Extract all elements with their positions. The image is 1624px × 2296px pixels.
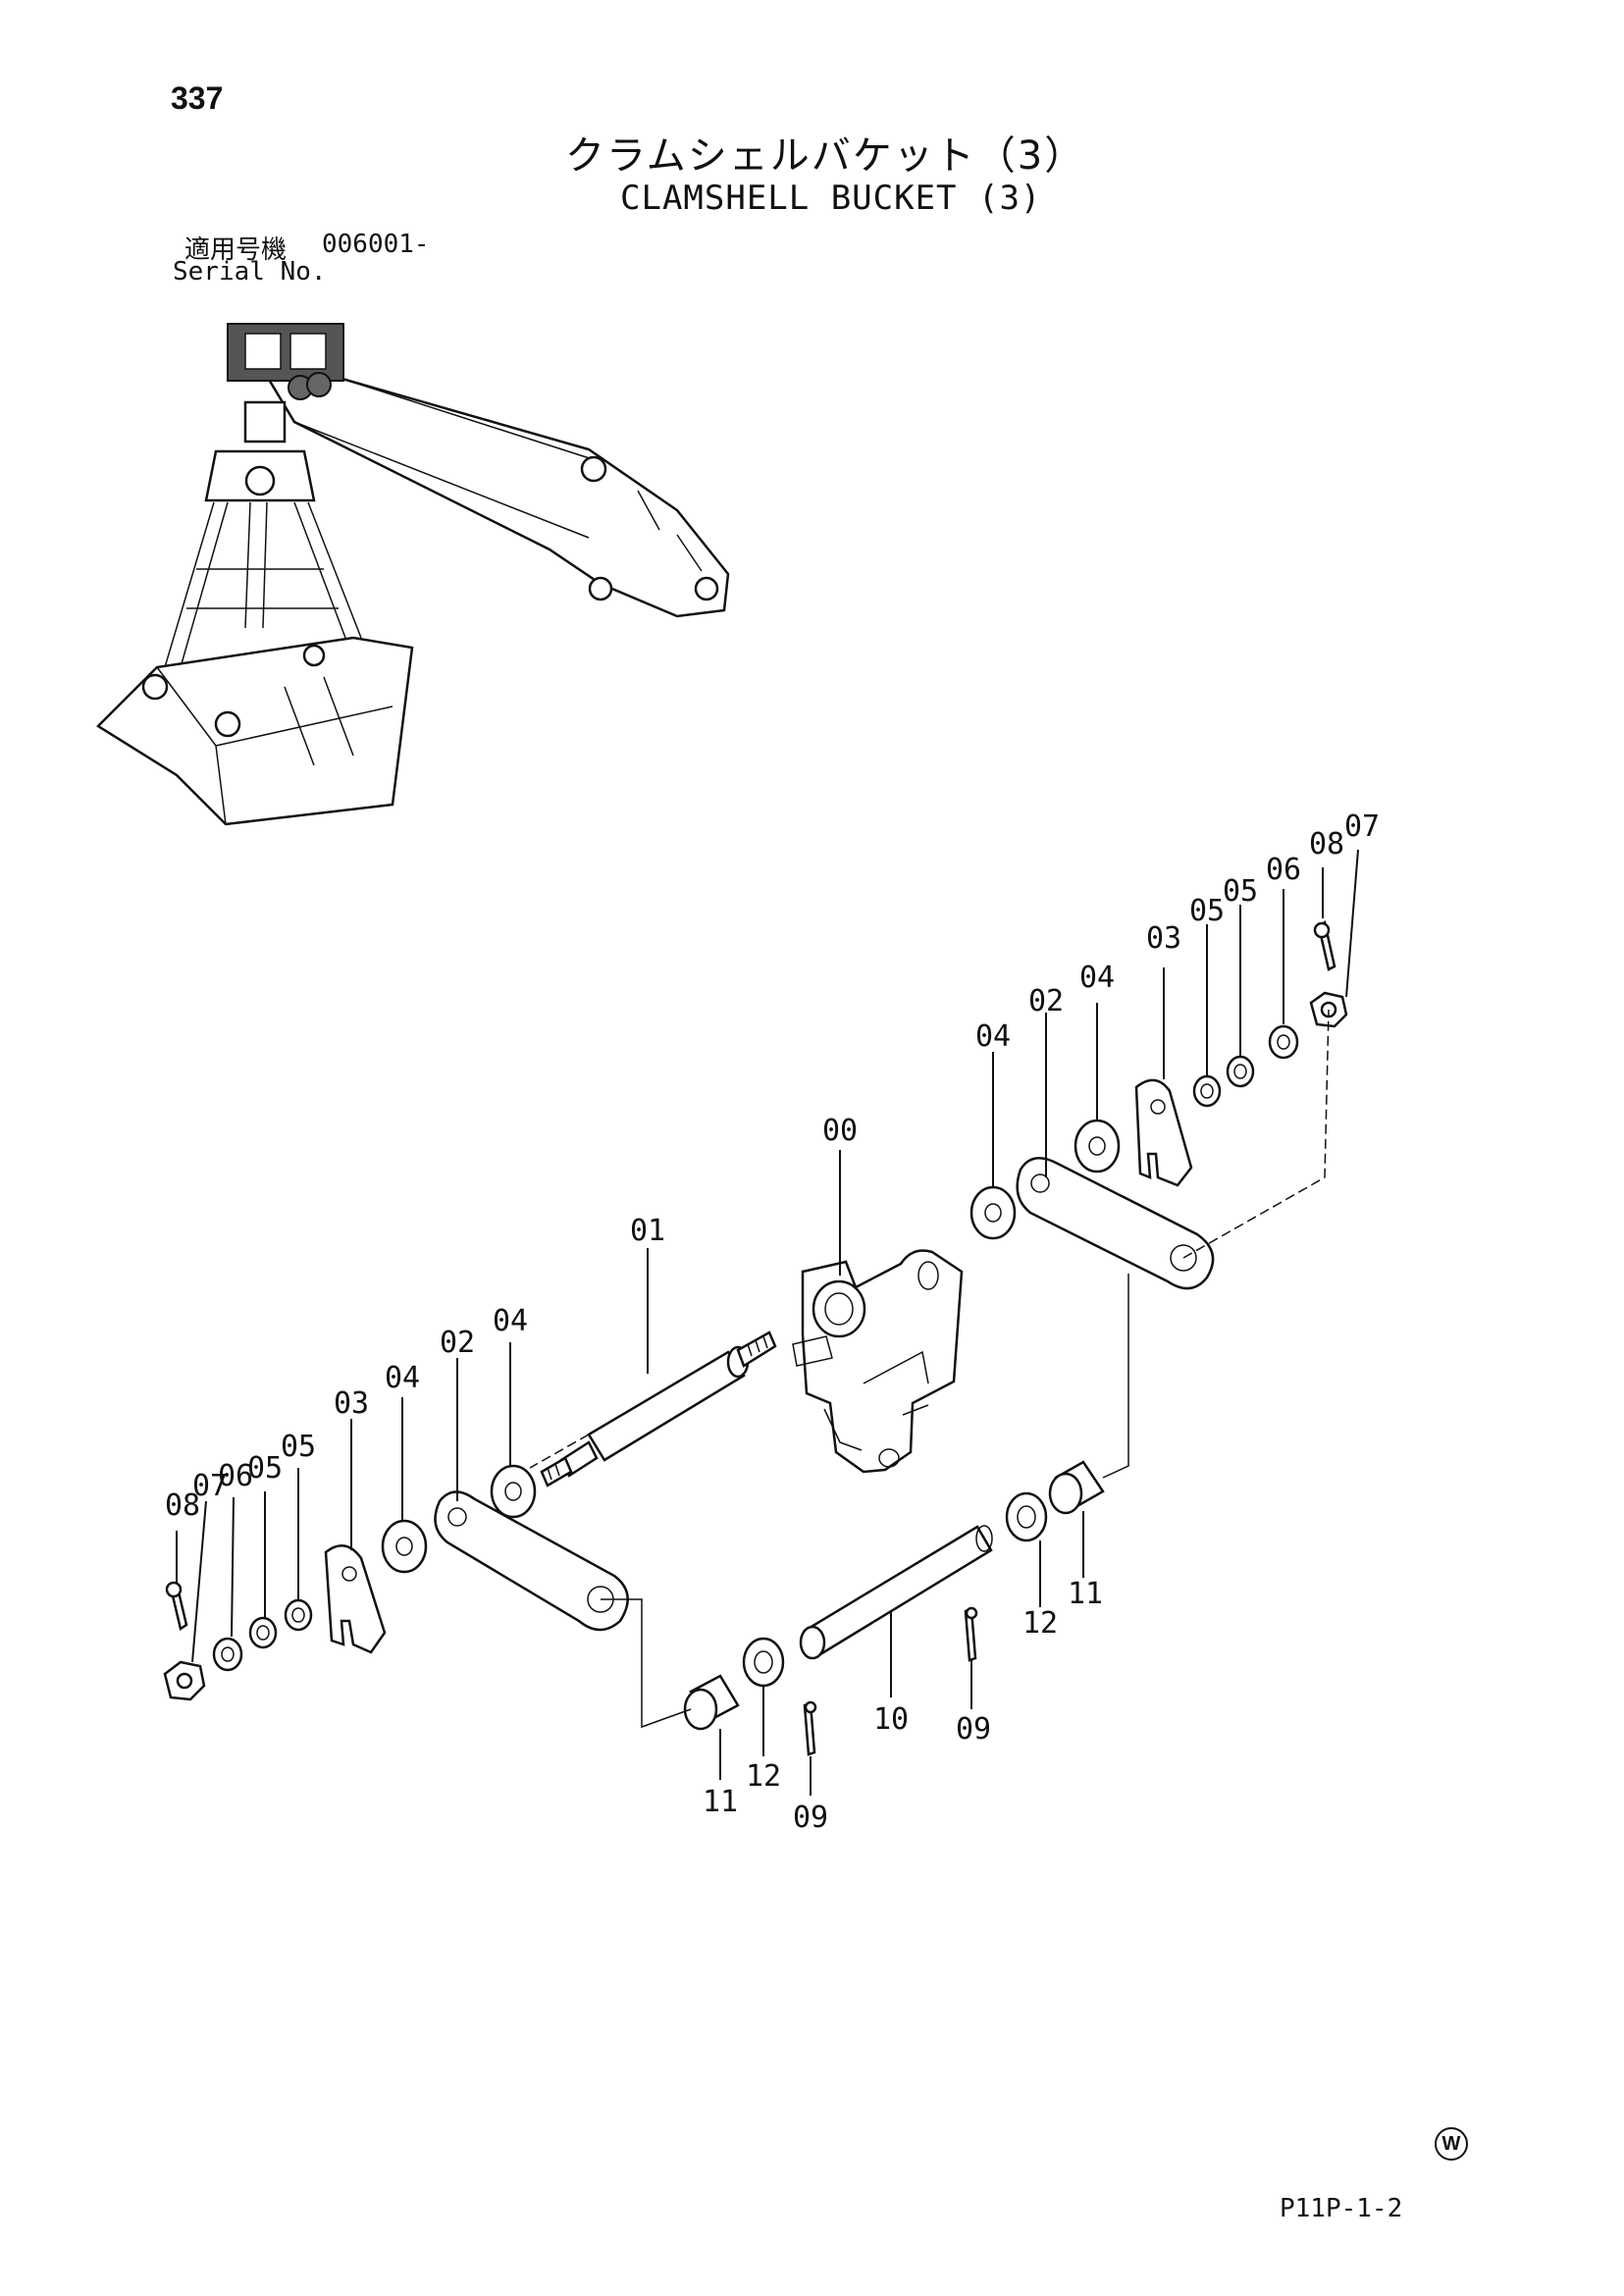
label-right-04b: 04 bbox=[1079, 961, 1115, 995]
label-left-02: 02 bbox=[440, 1326, 475, 1360]
page-title-english: CLAMSHELL BUCKET (3) bbox=[620, 179, 1042, 218]
label-part-11b: 11 bbox=[703, 1785, 738, 1819]
right-hardware-stack bbox=[969, 919, 1348, 1290]
lower-pin-assembly bbox=[683, 1460, 1105, 1756]
label-right-04a: 04 bbox=[975, 1019, 1011, 1054]
label-right-05b: 05 bbox=[1223, 874, 1258, 909]
label-right-05a: 05 bbox=[1189, 894, 1225, 928]
label-part-09a: 09 bbox=[956, 1712, 991, 1747]
label-left-03: 03 bbox=[334, 1386, 369, 1421]
page-number: 337 bbox=[171, 80, 224, 116]
label-right-02: 02 bbox=[1028, 984, 1064, 1018]
label-left-06: 06 bbox=[218, 1459, 253, 1493]
label-part-11a: 11 bbox=[1068, 1577, 1103, 1611]
pin-part-01 bbox=[540, 1331, 777, 1487]
figure-code: P11P-1-2 bbox=[1280, 2194, 1403, 2223]
label-part-10: 10 bbox=[873, 1702, 909, 1737]
label-left-08: 08 bbox=[165, 1488, 200, 1523]
label-left-07: 07 bbox=[192, 1469, 228, 1503]
serial-label-english: Serial No. bbox=[173, 257, 327, 287]
center-bracket-part-00 bbox=[792, 1249, 964, 1474]
label-right-07: 07 bbox=[1344, 809, 1380, 844]
part-number-labels: 00 01 02 04 04 03 05 05 06 08 07 04 02 0… bbox=[165, 809, 1380, 1835]
label-left-05b: 05 bbox=[247, 1451, 283, 1486]
label-right-06: 06 bbox=[1266, 853, 1301, 887]
page-title-japanese: クラムシェルバケット（3） bbox=[565, 133, 1086, 179]
label-right-03: 03 bbox=[1146, 921, 1181, 956]
serial-label-japanese: 適用号機 bbox=[184, 235, 288, 265]
label-part-12b: 12 bbox=[746, 1759, 781, 1794]
label-right-08: 08 bbox=[1309, 827, 1344, 861]
label-left-04b: 04 bbox=[385, 1361, 420, 1395]
label-part-01: 01 bbox=[630, 1214, 665, 1248]
label-part-09b: 09 bbox=[793, 1800, 828, 1835]
label-left-05a: 05 bbox=[281, 1430, 316, 1464]
label-part-00: 00 bbox=[822, 1114, 858, 1148]
serial-number-value: 006001- bbox=[322, 230, 430, 259]
leader-lines bbox=[176, 849, 1359, 1796]
label-left-04a: 04 bbox=[493, 1304, 528, 1338]
label-part-12a: 12 bbox=[1022, 1606, 1058, 1641]
left-hardware-stack bbox=[163, 1464, 629, 1701]
alignment-lines bbox=[529, 1009, 1330, 1729]
clamshell-bucket-illustration bbox=[96, 323, 730, 826]
registered-w-mark-icon: W bbox=[1435, 2127, 1468, 2161]
